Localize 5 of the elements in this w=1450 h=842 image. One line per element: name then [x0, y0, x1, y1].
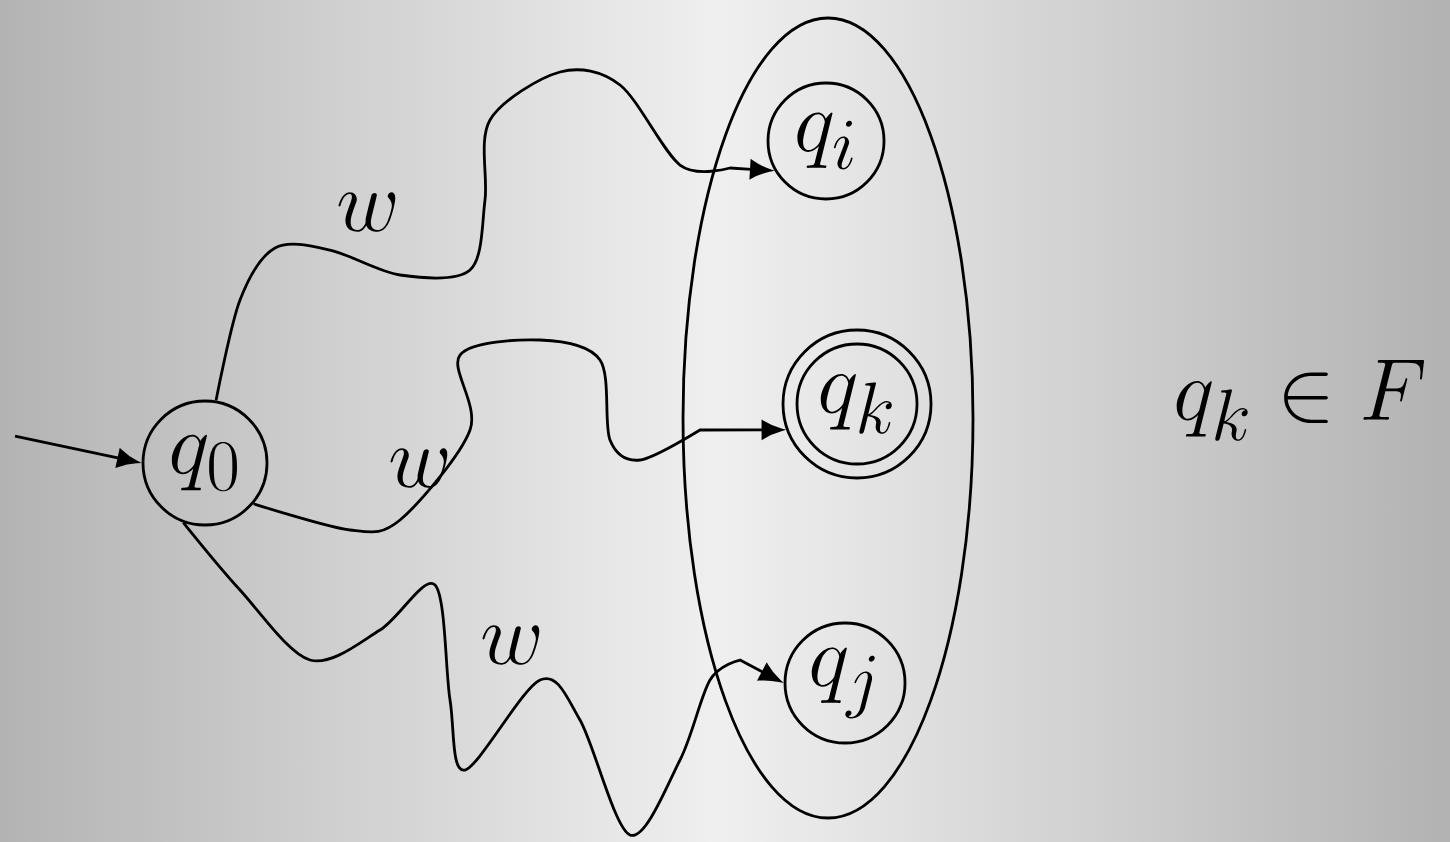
state-set-ellipse	[681, 16, 975, 820]
edge-label: $w$	[482, 625, 540, 665]
arrow	[182, 521, 781, 837]
formula-label: $q_k \in F$	[1176, 360, 1425, 441]
edge-label: $w$	[390, 448, 448, 488]
